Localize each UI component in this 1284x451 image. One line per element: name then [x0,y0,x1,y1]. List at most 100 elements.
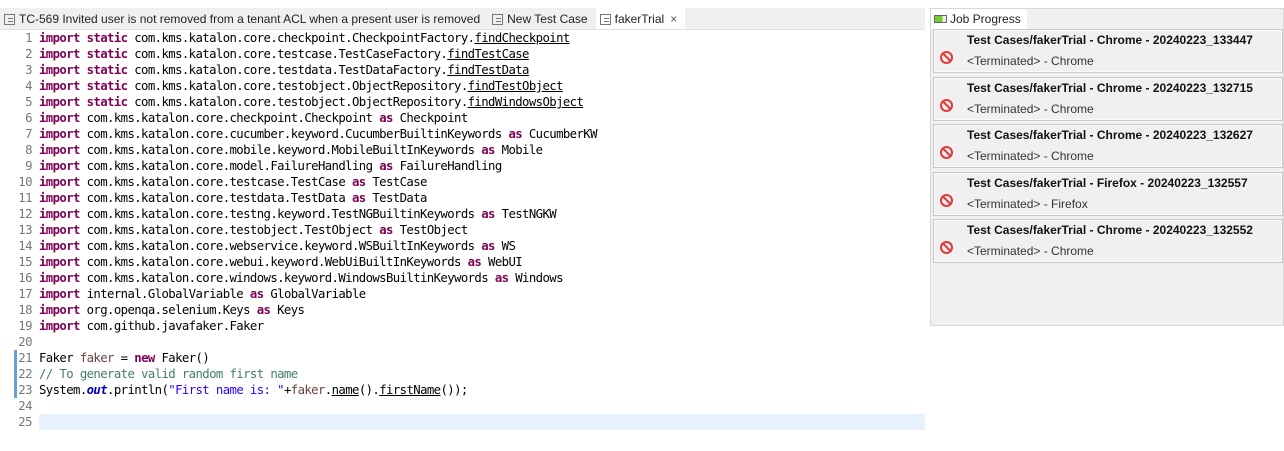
code-text: import com.github.javafaker.Faker [39,318,264,334]
code-token: com.github.javafaker.Faker [79,319,265,333]
code-token: import [39,319,80,333]
code-token: as [379,223,393,237]
job-title: Test Cases/fakerTrial - Chrome - 2024022… [967,33,1253,47]
code-token: import static [39,95,128,109]
job-status: <Terminated> - Chrome [967,54,1094,68]
code-token: com.kms.katalon.core.testdata.TestData [79,191,352,205]
code-token: com.kms.katalon.core.webservice.keyword.… [79,239,482,253]
code-token: import [39,127,80,141]
code-line[interactable]: 2 import static com.kms.katalon.core.test… [0,46,900,62]
line-number: 10 [18,175,32,189]
close-icon[interactable]: × [670,12,678,26]
code-text: import com.kms.katalon.core.testcase.Tes… [39,174,427,190]
job-item[interactable]: Test Cases/fakerTrial - Chrome - 2024022… [933,124,1283,168]
job-progress-panel: Job Progress Test Cases/fakerTrial - Chr… [930,8,1284,326]
code-text: import com.kms.katalon.core.windows.keyw… [39,270,563,286]
code-text: import com.kms.katalon.core.checkpoint.C… [39,110,468,126]
code-token: import static [39,79,128,93]
code-token: import [39,111,80,125]
terminated-icon [940,193,953,207]
code-token: org.openqa.selenium.Keys [79,303,257,317]
code-token: com.kms.katalon.core.model.FailureHandli… [79,159,380,173]
line-number: 6 [25,111,32,125]
code-line[interactable]: 10 import com.kms.katalon.core.testcase.T… [0,174,900,190]
code-token: import static [39,47,128,61]
code-token: as [508,127,523,141]
line-number: 12 [18,207,32,221]
code-token: import [39,223,80,237]
job-item[interactable]: Test Cases/fakerTrial - Firefox - 202402… [933,171,1283,216]
job-item[interactable]: Test Cases/fakerTrial - Chrome - 2024022… [933,219,1283,263]
tab-tc-569[interactable]: TC-569 Invited user is not removed from … [0,8,488,29]
job-item[interactable]: Test Cases/fakerTrial - Chrome - 2024022… [933,76,1283,121]
line-number: 21 [18,351,32,365]
line-number: 2 [25,47,32,61]
code-text: import static com.kms.katalon.core.testo… [39,78,563,94]
job-status: <Terminated> - Chrome [967,149,1094,163]
code-token: as [481,239,495,253]
code-token: System. [39,383,87,397]
line-number: 8 [25,143,32,157]
test-case-icon [599,13,611,25]
code-line[interactable]: 22// To generate valid random first name [0,366,900,382]
tab-faker-trial[interactable]: fakerTrial× [595,8,686,29]
code-token: Faker [39,351,80,365]
job-title: Test Cases/fakerTrial - Firefox - 202402… [967,175,1248,190]
code-line[interactable]: 25 [0,414,900,430]
code-text: import static com.kms.katalon.core.testo… [39,94,584,110]
code-token: com.kms.katalon.core.cucumber.keyword.Cu… [79,127,509,141]
code-token: CucumberKW [522,127,598,141]
line-number: 3 [25,63,32,77]
code-text: import com.kms.katalon.core.mobile.keywo… [39,142,543,158]
code-text: import static com.kms.katalon.core.testc… [39,46,529,62]
test-case-icon [492,13,504,25]
code-text: import com.kms.katalon.core.cucumber.key… [39,126,598,142]
code-token: WS [494,239,516,253]
code-line[interactable]: 24 [0,398,900,414]
code-text: Faker faker = new Faker() [39,350,210,366]
code-line[interactable]: 21 Faker faker = new Faker() [0,350,900,366]
code-token: (). [358,383,380,397]
code-token: com.kms.katalon.core.testobject.ObjectRe… [127,79,468,93]
code-text: System.out.println("First name is: "+fak… [39,382,468,398]
code-text: import static com.kms.katalon.core.check… [39,30,570,46]
code-token: import [39,159,80,173]
code-token: faker [79,351,115,365]
tab-new-test-case[interactable]: New Test Case [488,8,595,29]
test-case-icon [4,13,15,25]
code-token: import [39,303,80,317]
code-text: import com.kms.katalon.core.model.Failur… [39,158,502,174]
code-token: as [467,255,482,269]
code-text: // To generate valid random first name [39,366,298,382]
code-token: GlobalVariable [263,287,366,301]
job-progress-tab[interactable]: Job Progress [931,9,1027,29]
code-line[interactable]: 6 import com.kms.katalon.core.checkpoint.… [0,110,900,126]
code-line[interactable]: 20 [0,334,900,350]
code-token: import [39,143,80,157]
code-line[interactable]: 8 import com.kms.katalon.core.mobile.keyw… [0,142,900,158]
code-token: import [39,191,80,205]
code-token: as [379,111,393,125]
code-token: . [324,383,332,397]
code-token: findWindowsObject [467,95,584,109]
code-token: FailureHandling [392,159,503,173]
job-item[interactable]: Test Cases/fakerTrial - Chrome - 2024022… [933,29,1283,73]
job-title: Test Cases/fakerTrial - Chrome - 2024022… [967,128,1253,142]
